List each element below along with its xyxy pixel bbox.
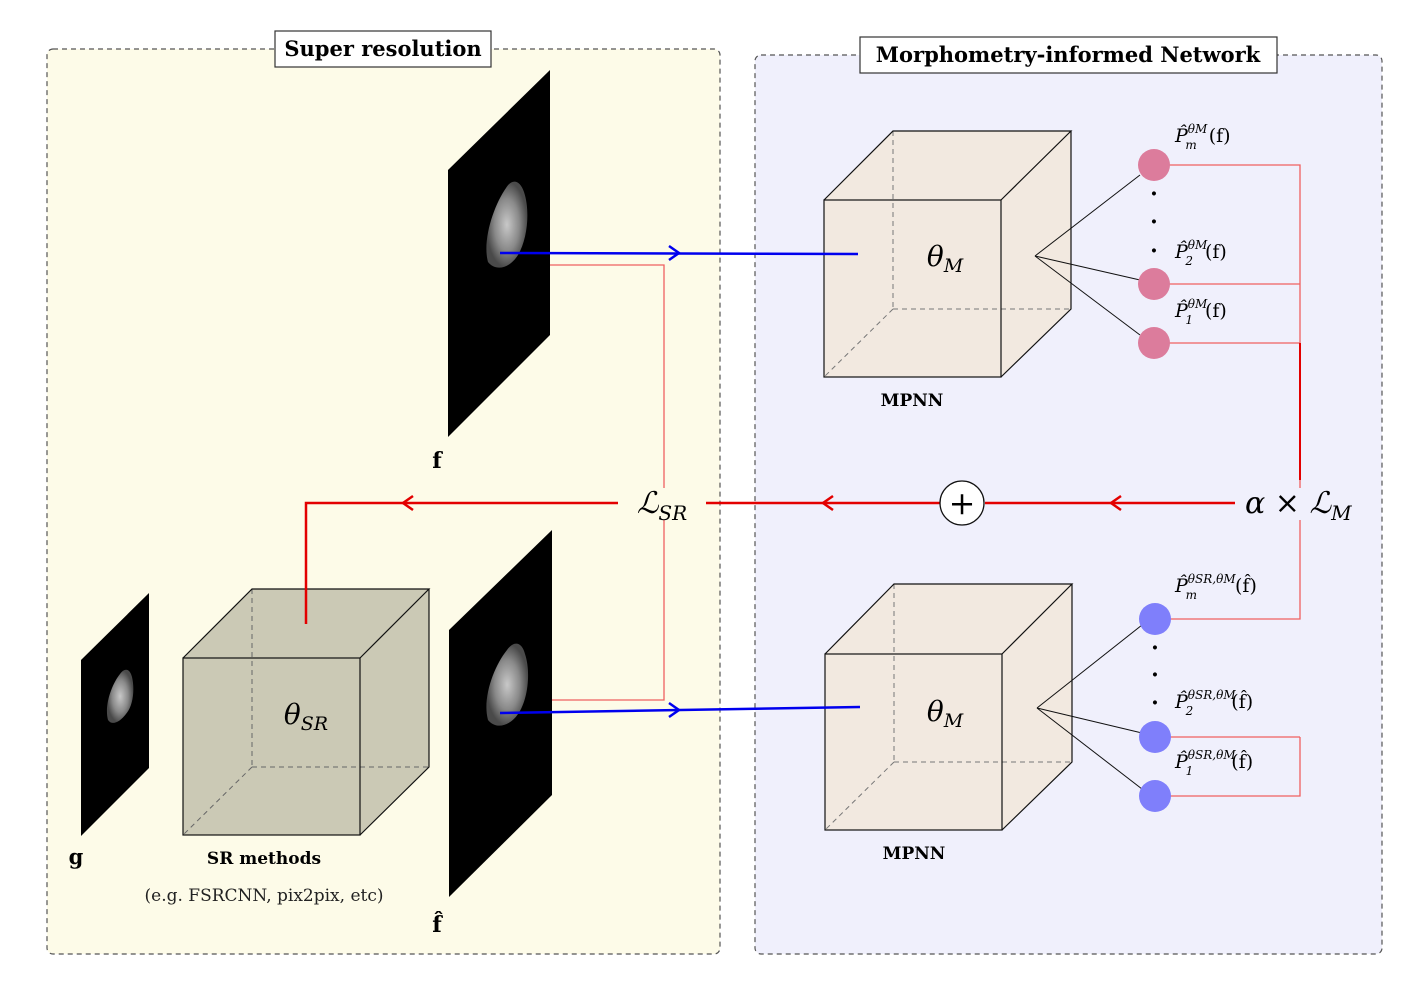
svg-text:·: · [1150, 209, 1158, 235]
plus-icon: + [949, 484, 976, 522]
brain-scan-icon [486, 181, 528, 268]
sr-loss-feed-lines [500, 264, 665, 701]
flow-f-hat-to-mpnn [499, 701, 861, 719]
output-node [1139, 721, 1171, 753]
arrowhead-icon [668, 701, 682, 719]
label-f-hat: f̂ [432, 912, 443, 938]
flow-f-to-mpnn [499, 244, 859, 262]
bottom-output-nodes [1139, 603, 1171, 812]
arrowhead-icon [820, 494, 834, 512]
sr-methods-examples: (e.g. FSRCNN, pix2pix, etc) [145, 886, 384, 906]
mpnn-top-cube [823, 130, 1073, 378]
arrowhead-icon [1108, 494, 1122, 512]
arrowhead-icon [400, 494, 414, 512]
output-node [1138, 268, 1170, 300]
sr-methods-caption: SR methods [207, 849, 321, 869]
output-node [1138, 149, 1170, 181]
theta-sr-label: θSR [284, 698, 328, 735]
bottom-output-fan [1036, 624, 1143, 790]
sr-methods-cube [182, 588, 431, 836]
label-f: f [432, 448, 443, 474]
top-output-fan [1034, 174, 1141, 336]
brain-scan-icon [486, 643, 529, 726]
image-slice-g [81, 593, 149, 836]
mpnn-bottom-caption: MPNN [883, 844, 946, 864]
label-g: g [69, 844, 84, 869]
arrowhead-icon [668, 244, 682, 262]
svg-text:·: · [1151, 635, 1159, 661]
output-node [1139, 780, 1171, 812]
super-resolution-title: Super resolution [284, 36, 481, 61]
morphometry-loss-wiring [1154, 164, 1301, 797]
morphometry-loss-label: α × ℒM [1245, 486, 1352, 525]
mpnn-bottom-cube [824, 583, 1074, 831]
svg-text:·: · [1151, 690, 1159, 716]
theta-m-bottom-label: θM [927, 695, 964, 732]
mpnn-top-caption: MPNN [881, 391, 944, 411]
output-node [1139, 603, 1171, 635]
svg-text:·: · [1150, 181, 1158, 207]
svg-text:·: · [1151, 662, 1159, 688]
image-slice-f [448, 70, 550, 437]
super-resolution-panel: Super resolution [46, 30, 721, 955]
loss-backprop-path [304, 494, 1235, 624]
sr-loss-label: ℒSR [637, 486, 687, 525]
theta-m-top-label: θM [927, 240, 964, 277]
top-output-nodes [1138, 149, 1170, 359]
output-node [1138, 327, 1170, 359]
top-node-ellipsis: · · · [1150, 181, 1158, 264]
bottom-node-ellipsis: · · · [1151, 635, 1159, 716]
morphometry-network-title: Morphometry-informed Network [876, 42, 1261, 67]
svg-text:·: · [1150, 238, 1158, 264]
sum-node: + [939, 480, 985, 526]
brain-scan-icon [106, 669, 134, 723]
